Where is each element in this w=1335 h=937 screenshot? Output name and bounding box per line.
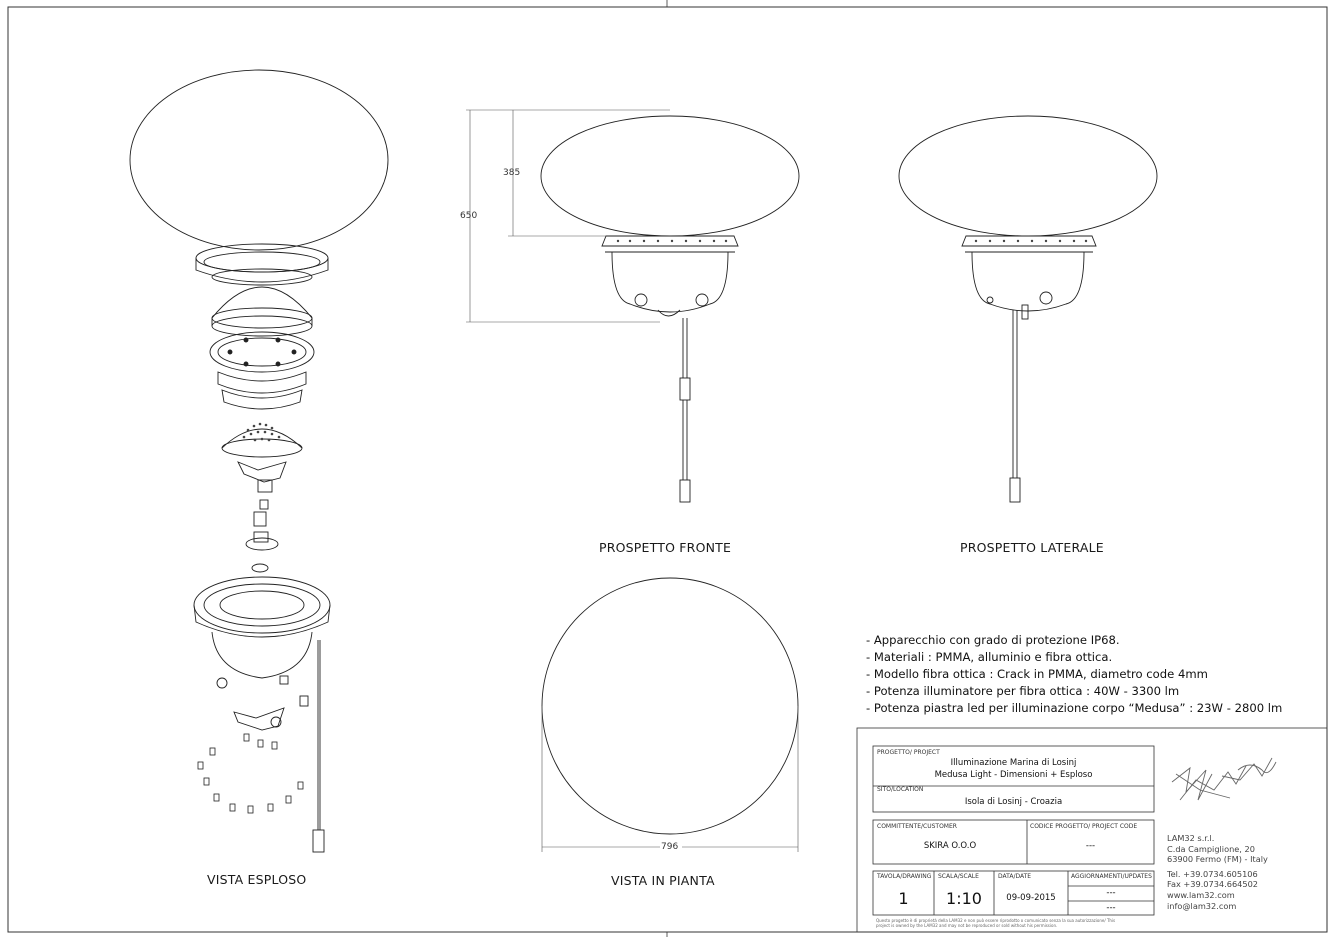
spec-item: - Potenza piastra led per illuminazione … xyxy=(866,701,1283,715)
spec-item: - Materiali : PMMA, alluminio e fibra ot… xyxy=(866,650,1113,664)
site-label: SITO/LOCATION xyxy=(877,786,924,793)
spec-item: - Modello fibra ottica : Crack in PMMA, … xyxy=(866,667,1208,681)
company-address-2: 63900 Fermo (FM) - Italy xyxy=(1167,854,1268,865)
plan-dimension-line xyxy=(541,706,799,852)
customer-value: SKIRA O.O.O xyxy=(923,841,977,851)
exploded-view-drawing xyxy=(129,69,389,853)
company-web: www.lam32.com xyxy=(1167,889,1235,900)
side-view-label: PROSPETTO LATERALE xyxy=(960,540,1104,555)
side-view-drawing xyxy=(898,115,1158,503)
drawing-number-value: 1 xyxy=(898,889,909,908)
updates-value: --- xyxy=(1106,903,1116,913)
company-name: LAM32 s.r.l. xyxy=(1167,833,1215,843)
project-line-2: Medusa Light - Dimensioni + Esploso xyxy=(934,770,1093,780)
company-fax: Fax +39.0734.664502 xyxy=(1167,879,1258,890)
spec-item: - Potenza illuminatore per fibra ottica … xyxy=(866,684,1180,698)
site-value: Isola di Losinj - Croazia xyxy=(964,797,1063,807)
company-address-1: C.da Campiglione, 20 xyxy=(1167,843,1255,854)
project-label: PROGETTO/ PROJECT xyxy=(877,749,940,756)
updates-label: AGGIORNAMENTI/UPDATES xyxy=(1071,873,1152,880)
scale-value: 1:10 xyxy=(946,889,982,908)
dimension-globe-height: 385 xyxy=(503,168,521,178)
front-dimension-lines xyxy=(466,109,670,323)
date-label: DATA/DATE xyxy=(998,873,1032,880)
project-line-1: Illuminazione Marina di Losinj xyxy=(950,758,1077,768)
plan-view-drawing xyxy=(541,577,799,835)
company-tel: Tel. +39.0734.605106 xyxy=(1167,868,1258,879)
front-view-label: PROSPETTO FRONTE xyxy=(599,540,732,555)
lam32-signature-logo-icon xyxy=(1171,757,1277,801)
customer-label: COMMITTENTE/CUSTOMER xyxy=(877,823,957,830)
spec-item: - Apparecchio con grado di protezione IP… xyxy=(866,633,1120,647)
title-block xyxy=(856,727,1328,933)
project-code-label: CODICE PROGETTO/ PROJECT CODE xyxy=(1030,823,1138,830)
project-code-value: --- xyxy=(1085,841,1096,851)
drawing-frame xyxy=(7,6,1328,933)
date-value: 09-09-2015 xyxy=(1006,893,1056,903)
updates-value: --- xyxy=(1106,888,1116,898)
plan-view-label: VISTA IN PIANTA xyxy=(611,873,715,888)
exploded-view-label: VISTA ESPLOSO xyxy=(207,872,307,887)
front-view-drawing xyxy=(540,115,800,503)
company-info: LAM32 s.r.l. C.da Campiglione, 20 63900 … xyxy=(1167,833,1268,911)
drawing-number-label: TAVOLA/DRAWING xyxy=(877,873,932,880)
specifications-list: - Apparecchio con grado di protezione IP… xyxy=(866,632,1282,717)
company-email: info@lam32.com xyxy=(1167,900,1237,911)
dimension-total-height: 650 xyxy=(460,211,478,221)
dimension-diameter: 796 xyxy=(661,842,679,852)
scale-label: SCALA/SCALE xyxy=(938,873,979,880)
copyright-disclaimer: Questo progetto è di proprietà della LAM… xyxy=(876,918,1116,928)
